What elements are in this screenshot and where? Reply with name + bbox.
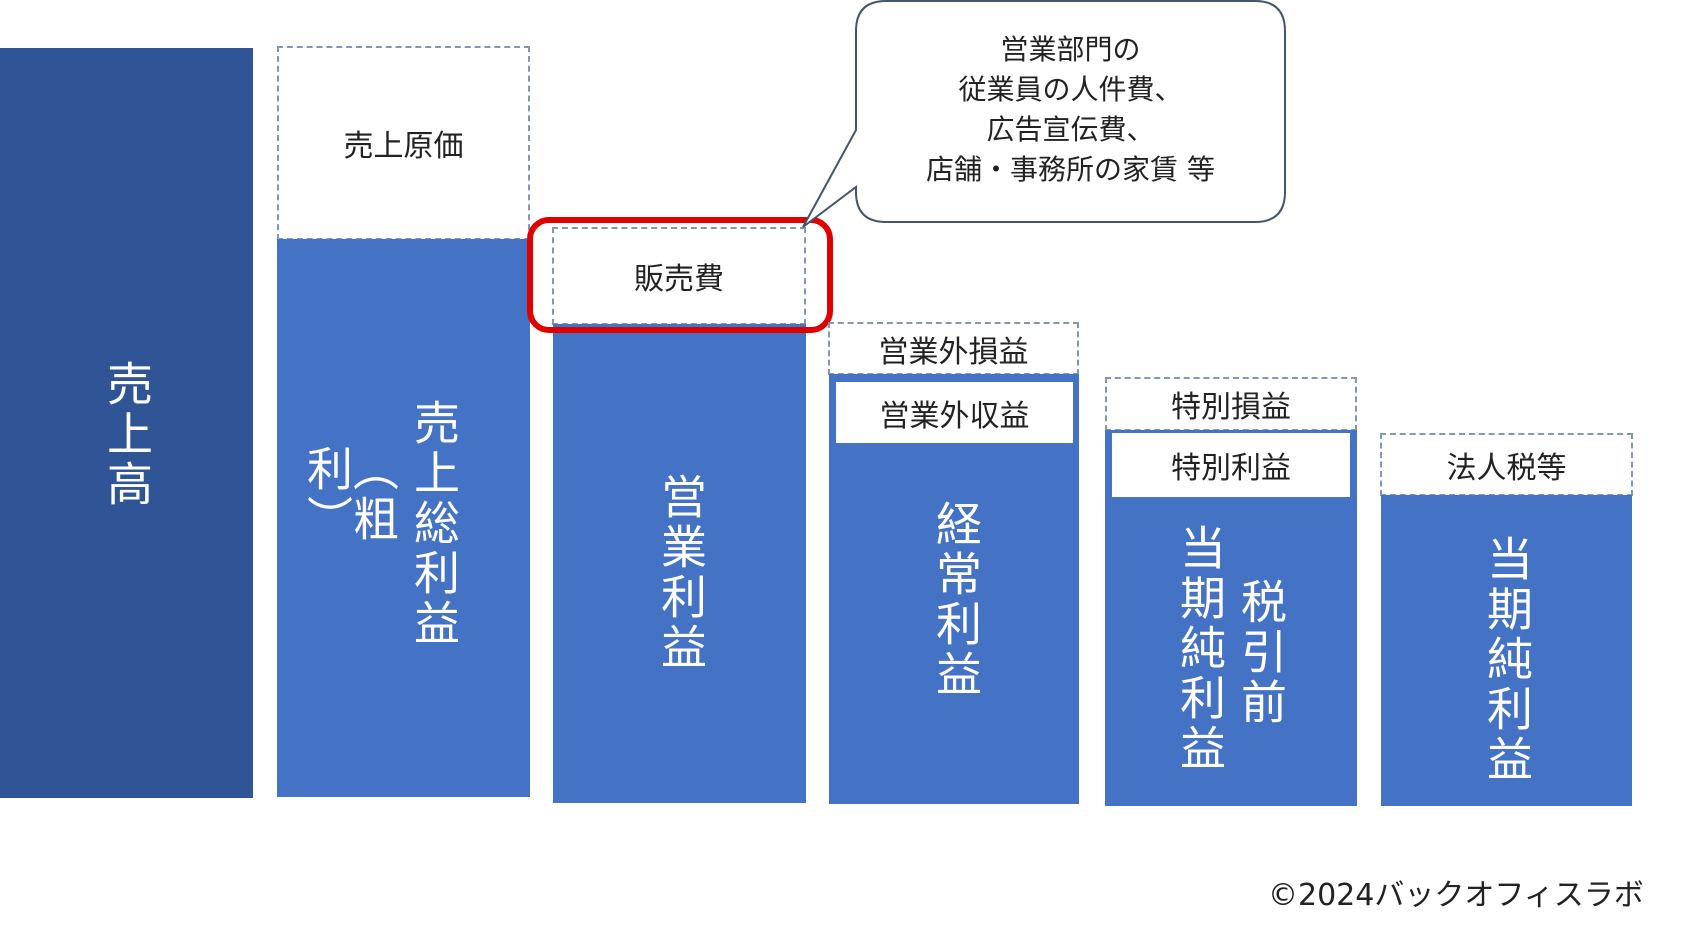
- callout-line: 広告宣伝費、: [986, 113, 1155, 146]
- net-profit-label: 当期純利益: [1480, 535, 1534, 785]
- net-profit-bar: [1381, 495, 1632, 806]
- callout-line: 従業員の人件費、: [958, 73, 1183, 106]
- non-operating-box: 営業外損益: [828, 322, 1079, 375]
- extraordinary-label: 特別損益: [1171, 390, 1291, 425]
- callout-line: 店舗・事務所の家賃 等: [926, 153, 1215, 186]
- operating-profit-label: 営業利益: [654, 473, 708, 673]
- selling-expenses-box: 販売費: [552, 227, 806, 325]
- corporate-tax-box: 法人税等: [1380, 433, 1633, 496]
- selling-expenses-label: 販売費: [634, 262, 724, 297]
- gross-profit-bar: [277, 239, 530, 797]
- callout-line: 営業部門の: [1000, 33, 1141, 66]
- sales-bar: [0, 48, 253, 798]
- extraordinary-income-label: 特別利益: [1171, 451, 1291, 486]
- cost-of-sales-box: 売上原価: [277, 46, 530, 240]
- cost-of-sales-label: 売上原価: [343, 129, 464, 164]
- copyright-text: ©2024バックオフィスラボ: [1268, 878, 1644, 913]
- gross-profit-label: 売上総利益: [407, 399, 461, 649]
- callout-text: 営業部門の 従業員の人件費、 広告宣伝費、 店舗・事務所の家賃 等: [856, 30, 1285, 190]
- corporate-tax-label: 法人税等: [1446, 450, 1567, 486]
- ordinary-profit-label: 経常利益: [929, 500, 983, 700]
- operating-profit-bar: [553, 324, 806, 803]
- non-operating-income-box: 営業外収益: [836, 382, 1073, 443]
- extraordinary-income-box: 特別利益: [1112, 433, 1350, 497]
- pretax-profit-label: 当期純利益: [1173, 524, 1227, 774]
- ordinary-profit-bar: [829, 374, 1079, 804]
- highlight-frame: [527, 217, 833, 333]
- non-operating-label: 営業外損益: [878, 334, 1029, 370]
- sales-label: 売上高: [100, 360, 154, 510]
- non-operating-income-label: 営業外収益: [879, 398, 1030, 434]
- pretax-prefix-label: 税引前: [1234, 578, 1288, 728]
